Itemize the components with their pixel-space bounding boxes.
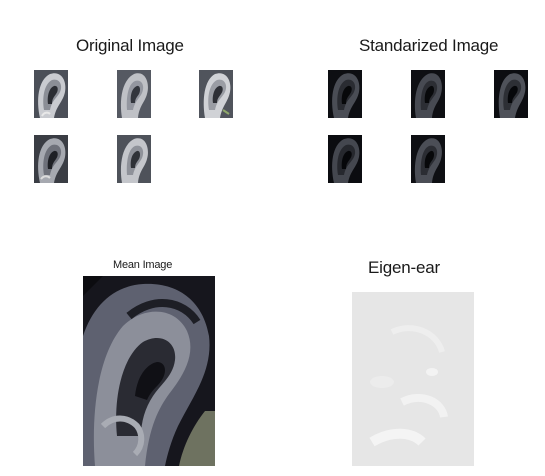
original-ear-thumbnail <box>117 70 151 118</box>
standardized-ear-thumbnail <box>328 135 362 183</box>
standardized-ear-thumbnail <box>328 70 362 118</box>
standardized-ear-thumbnail <box>494 70 528 118</box>
eigen-ear-image <box>352 292 474 466</box>
standardized-ear-thumbnail <box>411 70 445 118</box>
original-image-title: Original Image <box>76 36 184 55</box>
mean-ear-image <box>83 276 215 466</box>
original-ear-thumbnail <box>34 70 68 118</box>
original-ear-thumbnail <box>199 70 233 118</box>
mean-image-title: Mean Image <box>113 259 173 271</box>
original-ear-thumbnail <box>34 135 68 183</box>
eigen-ear-title: Eigen-ear <box>368 258 440 277</box>
original-ear-thumbnail <box>117 135 151 183</box>
standardized-image-title: Standarized Image <box>359 36 499 55</box>
standardized-ear-thumbnail <box>411 135 445 183</box>
